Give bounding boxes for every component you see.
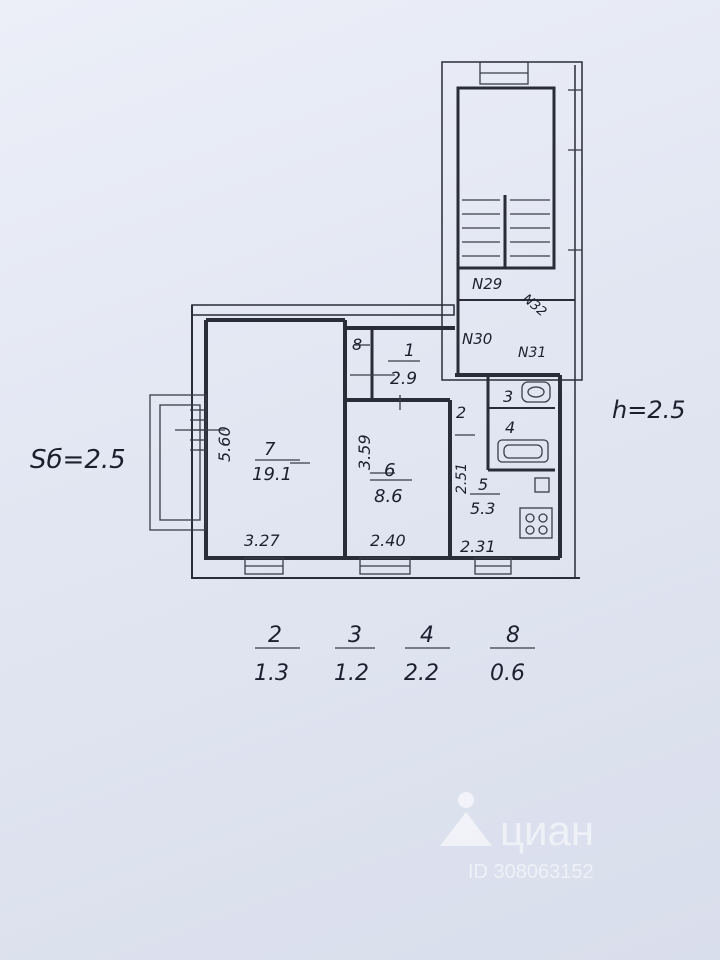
dimension-3-27: 3.27 xyxy=(244,531,280,550)
area-annotation: Sб=2.5 xyxy=(30,445,126,475)
stove-icon xyxy=(519,477,553,539)
room-1-area: 2.9 xyxy=(390,369,417,389)
watermark-id: ID 308063152 xyxy=(468,861,594,883)
legend-8-area: 0.6 xyxy=(490,661,525,686)
room-4-number: 4 xyxy=(505,418,515,437)
room-6-area: 8.6 xyxy=(374,486,403,507)
cian-logo-icon xyxy=(440,792,492,846)
legend-2-number: 2 xyxy=(268,623,282,648)
legend-8-number: 8 xyxy=(506,623,520,648)
room-5-number: 5 xyxy=(478,475,488,494)
legend-3-area: 1.2 xyxy=(334,661,369,686)
room-7-number: 7 xyxy=(264,439,276,460)
watermark-brand: циан xyxy=(500,807,594,854)
dimension-2-31: 2.31 xyxy=(460,537,496,556)
legend-4-area: 2.2 xyxy=(404,661,439,686)
room-5-area: 5.3 xyxy=(470,499,495,518)
balcony xyxy=(149,394,207,531)
room-6-number: 6 xyxy=(384,460,395,481)
legend-3-number: 3 xyxy=(348,623,362,648)
room-7-area: 19.1 xyxy=(252,464,292,485)
legend-4-number: 4 xyxy=(420,623,434,648)
stairwell xyxy=(441,61,583,381)
dimension-3-59: 3.59 xyxy=(355,434,374,470)
windows xyxy=(244,557,512,575)
legend-2-area: 1.3 xyxy=(254,661,289,686)
room-1-number: 1 xyxy=(404,341,415,361)
stair-n31-label: N31 xyxy=(518,345,546,361)
dimension-2-40: 2.40 xyxy=(370,531,406,550)
stair-n30-label: N30 xyxy=(462,330,492,348)
interior-walls xyxy=(343,320,560,558)
dimension-ticks xyxy=(175,344,475,474)
room-3-number: 3 xyxy=(503,387,513,406)
dimension-5-60: 5.60 xyxy=(215,426,234,462)
stair-n29-label: N29 xyxy=(472,275,502,293)
stair-n32-label: N32 xyxy=(519,292,549,320)
room-8-number: 8 xyxy=(352,335,362,354)
ceiling-height-annotation: h=2.5 xyxy=(612,396,686,424)
bathroom-fixtures xyxy=(497,381,551,463)
room-2-number: 2 xyxy=(456,403,466,422)
watermark: циан ID 308063152 xyxy=(440,792,594,883)
dimension-2-51: 2.51 xyxy=(454,463,470,494)
room-fraction-bars xyxy=(255,360,500,495)
